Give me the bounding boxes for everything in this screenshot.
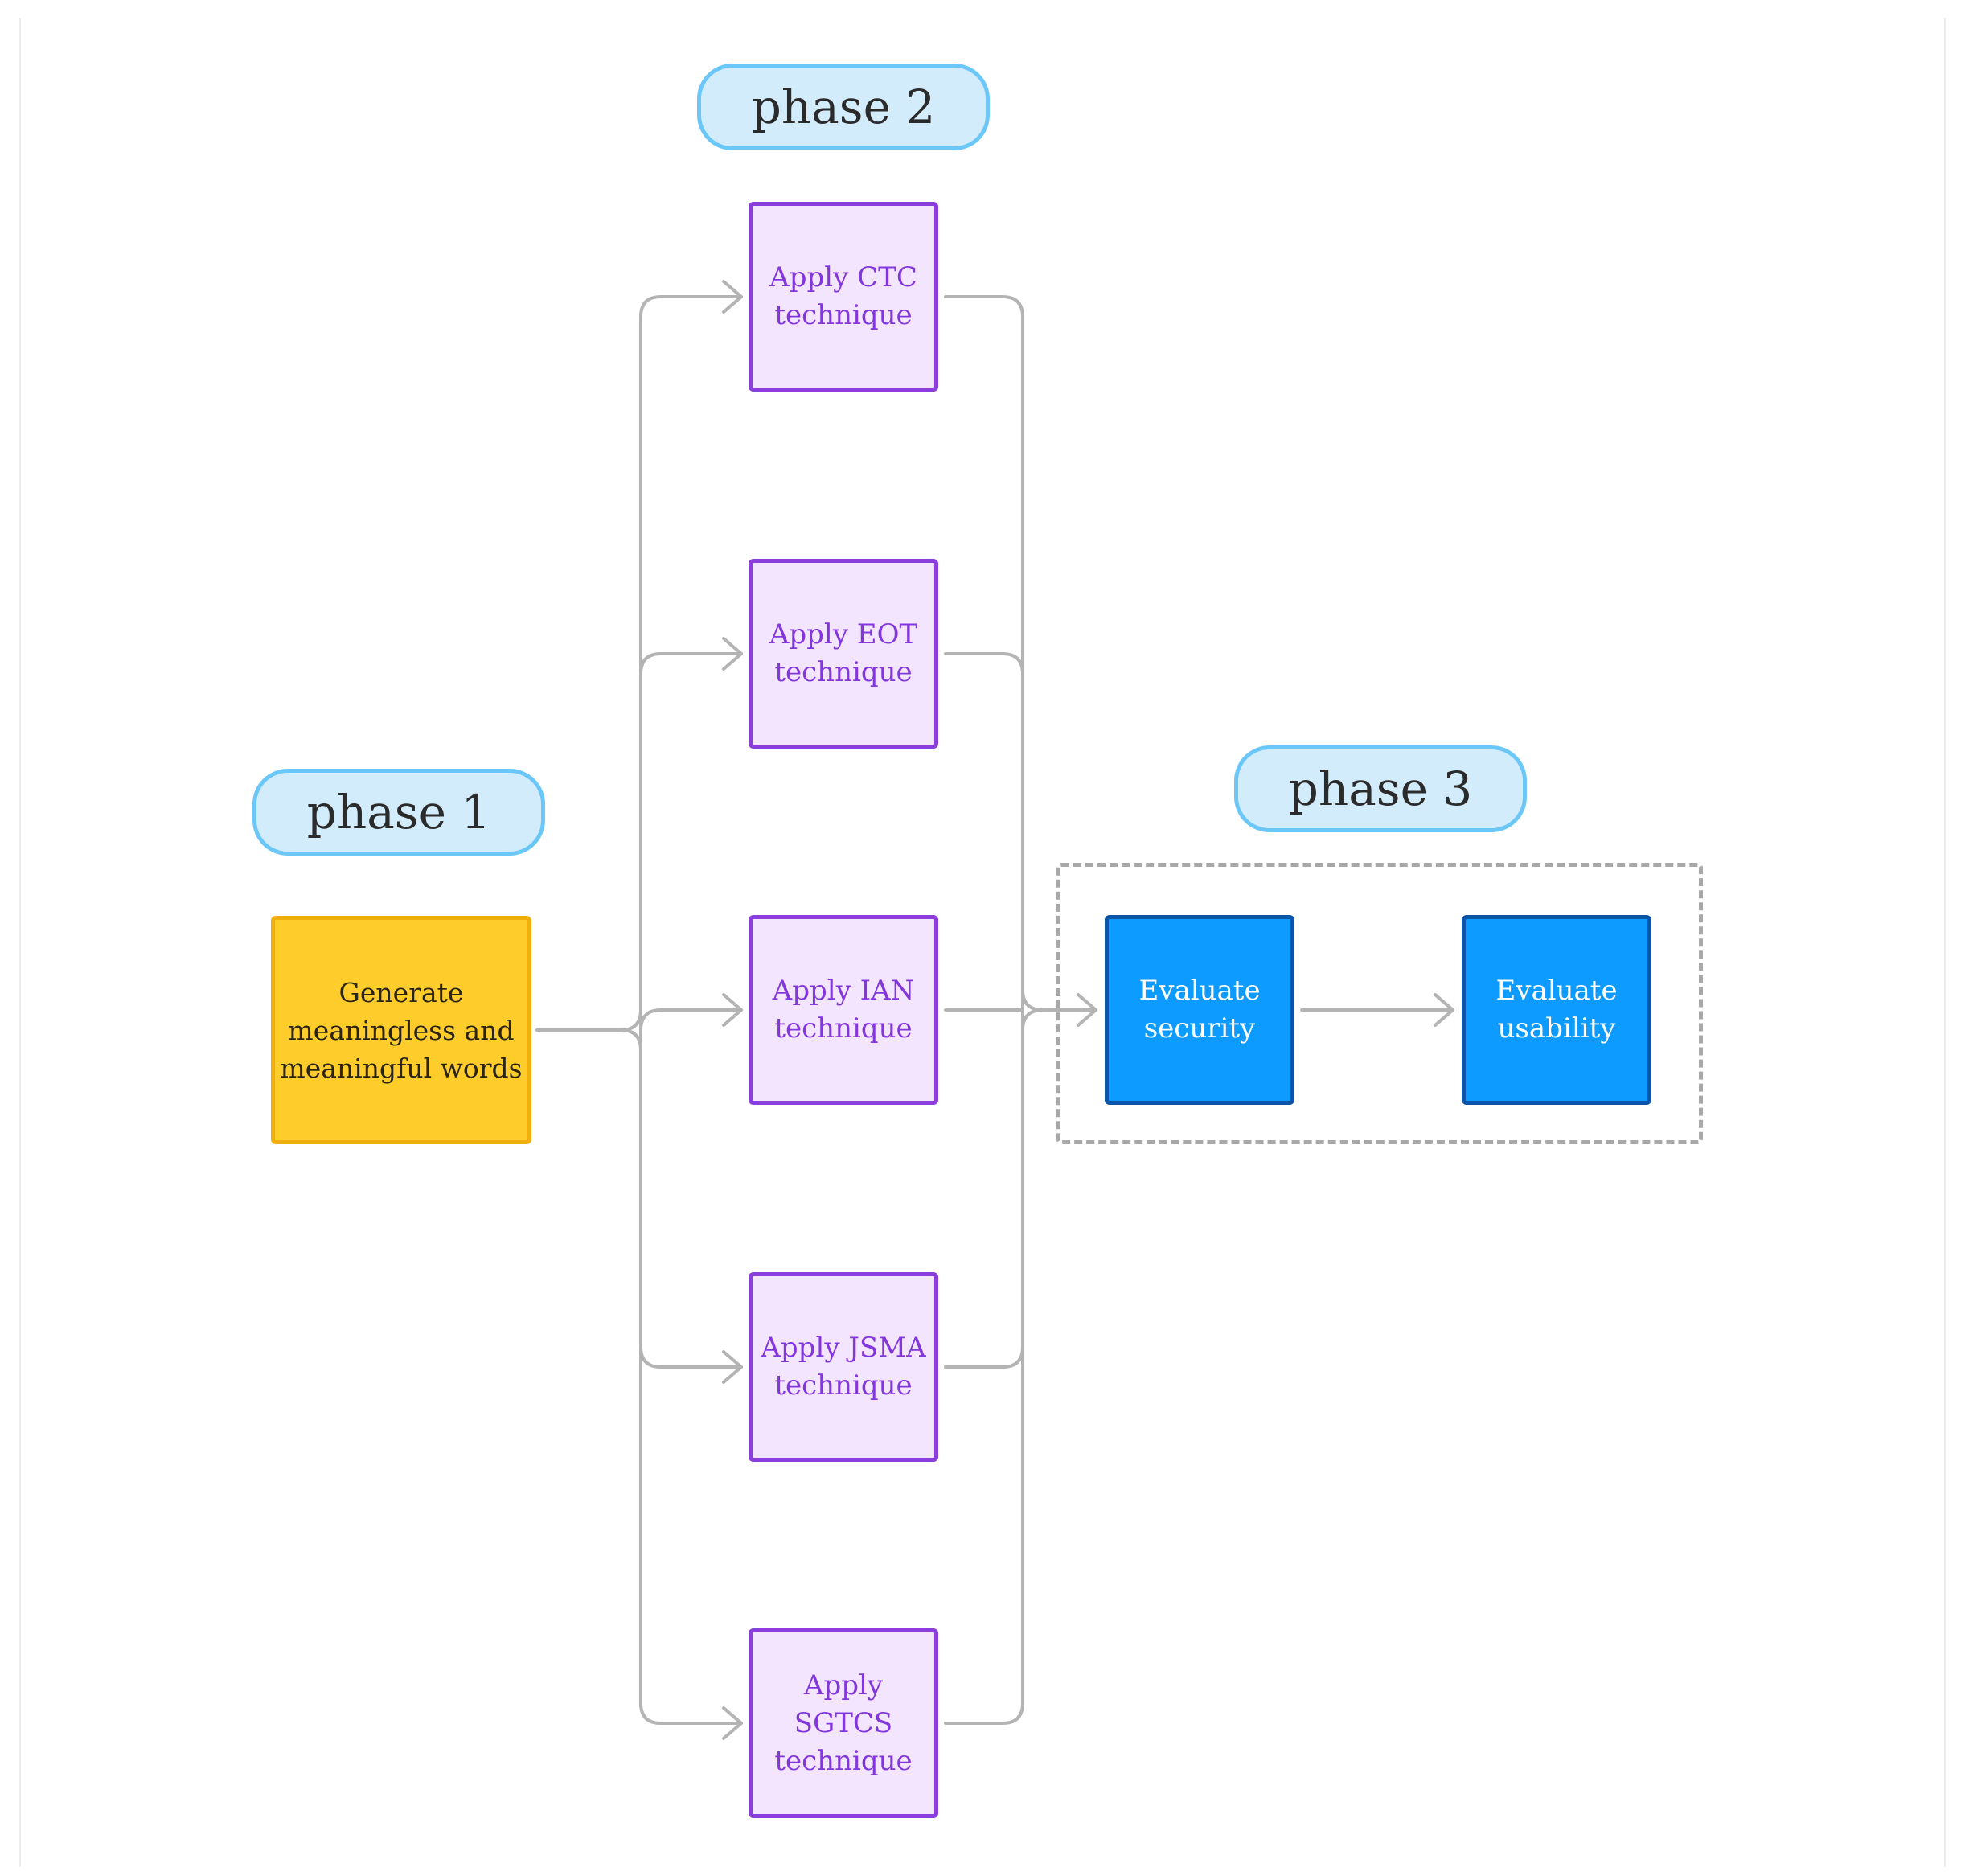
ian-technique-box: Apply IAN technique <box>749 915 938 1105</box>
ian-line-1: Apply IAN <box>772 975 915 1007</box>
connector-from-ctc <box>944 295 1024 318</box>
connector-input-join <box>619 1028 642 1052</box>
evaluate-security-box: Evaluate security <box>1105 915 1294 1105</box>
sgtcs-technique-box: Apply SGTCS technique <box>749 1628 938 1818</box>
arrowhead-jsma <box>722 1350 743 1384</box>
evaluation-group <box>1056 863 1703 1144</box>
sgtcs-line-3: technique <box>774 1744 913 1777</box>
arrowhead-ian <box>722 993 743 1027</box>
connector-from-jsma <box>944 1345 1024 1369</box>
generate-words-box: Generate meaningless and meaningful word… <box>271 916 531 1144</box>
eot-technique-box: Apply EOT technique <box>749 559 938 749</box>
arrowhead-eot <box>722 637 743 671</box>
sgtcs-line-1: Apply <box>803 1669 884 1702</box>
generate-words-line-2: meaningless and <box>288 1014 515 1046</box>
generate-words-line-3: meaningful words <box>280 1052 523 1084</box>
jsma-technique-box: Apply JSMA technique <box>749 1272 938 1462</box>
ctc-technique-box: Apply CTC technique <box>749 202 938 392</box>
connector-from-eot <box>944 652 1024 675</box>
ctc-line-1: Apply CTC <box>769 261 917 294</box>
evaluate-usability-box: Evaluate usability <box>1462 915 1651 1105</box>
ian-line-2: technique <box>774 1012 913 1045</box>
diagram-frame <box>19 18 1946 1867</box>
connector-to-security-lower <box>1021 1008 1044 1032</box>
connector-to-ian <box>619 1008 743 1032</box>
phase-1-text: phase 1 <box>306 785 491 839</box>
arrowhead-usability <box>1434 993 1454 1027</box>
ctc-line-2: technique <box>774 299 913 331</box>
phase-3-label: phase 3 <box>1234 745 1527 832</box>
phase-1-label: phase 1 <box>252 769 545 856</box>
phase-2-text: phase 2 <box>751 80 936 134</box>
connector-to-ctc <box>639 295 743 318</box>
phase-3-text: phase 3 <box>1288 761 1473 816</box>
security-line-1: Evaluate <box>1138 975 1261 1007</box>
sgtcs-line-2: SGTCS <box>794 1706 893 1739</box>
connector-to-eot <box>639 652 743 675</box>
arrowhead-security <box>1077 993 1097 1027</box>
generate-words-line-1: Generate <box>338 976 464 1008</box>
jsma-line-1: Apply JSMA <box>761 1332 926 1364</box>
security-line-2: security <box>1143 1012 1256 1045</box>
jsma-line-2: technique <box>774 1369 913 1402</box>
arrowhead-ctc <box>722 280 743 314</box>
usability-line-2: usability <box>1497 1012 1616 1045</box>
connector-to-jsma <box>639 1345 743 1369</box>
eot-line-2: technique <box>774 656 913 688</box>
connector-from-sgtcs <box>944 1702 1024 1725</box>
phase-2-label: phase 2 <box>697 64 990 150</box>
eot-line-1: Apply EOT <box>769 618 918 651</box>
usability-line-1: Evaluate <box>1495 975 1618 1007</box>
arrowhead-sgtcs <box>722 1706 743 1740</box>
connector-to-sgtcs <box>639 1702 743 1725</box>
